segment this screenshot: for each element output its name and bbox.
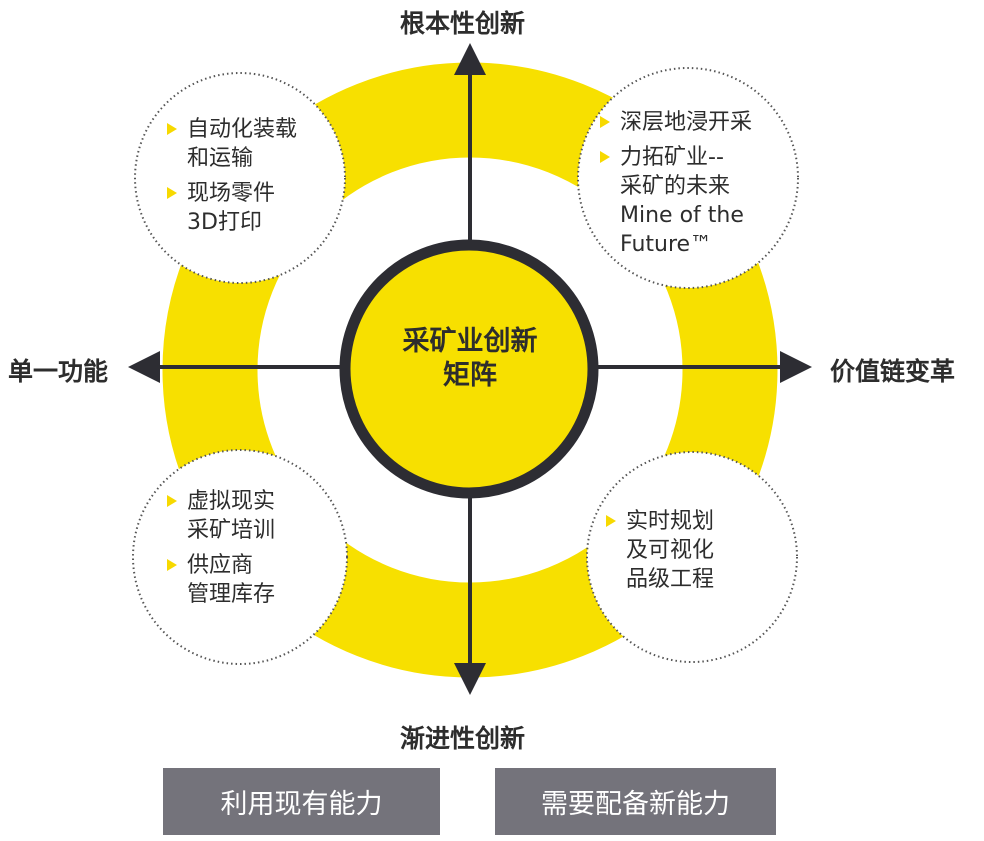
- item-text: 自动化装载: [187, 117, 298, 142]
- bullet-triangle-icon: [167, 495, 177, 507]
- center-circle: [339, 239, 599, 499]
- new-capability-box: 需要配备新能力: [495, 768, 776, 835]
- bullet-triangle-icon: [606, 515, 616, 527]
- item-text: 品级工程: [626, 567, 715, 592]
- item-text: 及可视化: [626, 538, 715, 563]
- center-label-line1: 采矿业创新: [402, 326, 538, 357]
- item-text: 虚拟现实: [187, 489, 276, 514]
- bullet-triangle-icon: [167, 123, 177, 135]
- item-text: 现场零件: [187, 181, 276, 206]
- item-text: 采矿的未来: [620, 174, 731, 199]
- item-text: Future™: [620, 232, 713, 257]
- list-item: 虚拟现实 采矿培训: [165, 487, 275, 545]
- item-text: Mine of the: [620, 203, 744, 228]
- list-item: 自动化装载 和运输: [165, 115, 297, 173]
- list-item: 供应商 管理库存: [165, 551, 275, 609]
- list-item: 深层地浸开采: [598, 108, 752, 137]
- item-text: 深层地浸开采: [620, 110, 753, 135]
- quadrant-bottom-right: 实时规划 及可视化 品级工程: [604, 507, 714, 600]
- center-label-line2: 矩阵: [443, 360, 497, 391]
- existing-capability-box: 利用现有能力: [163, 768, 440, 835]
- bubble-top-left: [134, 72, 346, 284]
- quadrant-bottom-left: 虚拟现实 采矿培训 供应商 管理库存: [165, 487, 275, 615]
- bullet-triangle-icon: [167, 559, 177, 571]
- axis-left-label: 单一功能: [8, 357, 109, 386]
- item-text: 实时规划: [626, 509, 715, 534]
- bullet-triangle-icon: [167, 187, 177, 199]
- item-text: 采矿培训: [187, 518, 276, 543]
- item-text: 和运输: [187, 146, 254, 171]
- list-item: 实时规划 及可视化 品级工程: [604, 507, 714, 594]
- item-text: 3D打印: [187, 210, 262, 235]
- list-item: 力拓矿业-- 采矿的未来 Mine of the Future™: [598, 143, 752, 259]
- center-label: 采矿业创新 矩阵: [370, 325, 570, 393]
- axis-bottom-label: 渐进性创新: [400, 724, 526, 753]
- axis-right-label: 价值链变革: [830, 357, 956, 386]
- bubble-bottom-right: [586, 451, 798, 663]
- bubble-bottom-left: [132, 449, 348, 665]
- item-text: 供应商: [187, 553, 254, 578]
- list-item: 现场零件 3D打印: [165, 179, 297, 237]
- axis-top-label: 根本性创新: [400, 9, 526, 38]
- bullet-triangle-icon: [600, 151, 610, 163]
- bullet-triangle-icon: [600, 116, 610, 128]
- bubble-top-right: [577, 67, 799, 289]
- item-text: 管理库存: [187, 582, 276, 607]
- quadrant-top-right: 深层地浸开采 力拓矿业-- 采矿的未来 Mine of the Future™: [598, 108, 752, 265]
- item-text: 力拓矿业--: [620, 145, 724, 170]
- quadrant-top-left: 自动化装载 和运输 现场零件 3D打印: [165, 115, 297, 243]
